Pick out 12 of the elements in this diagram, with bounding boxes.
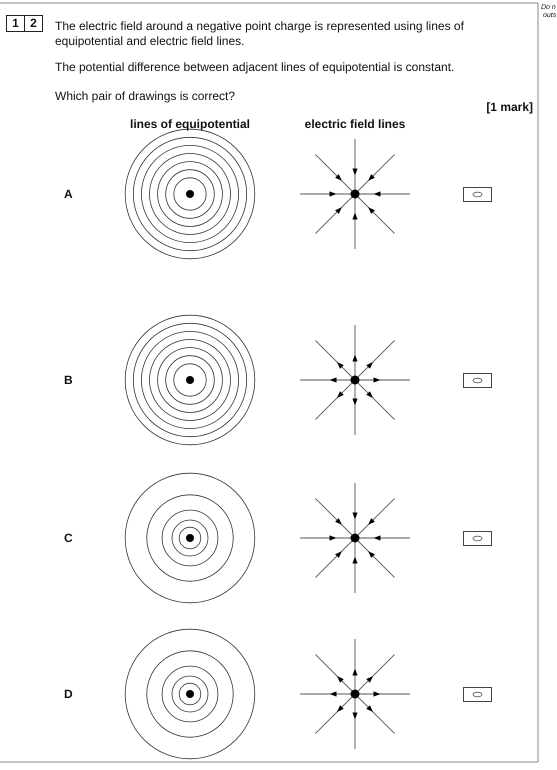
- question-text: The electric field around a negative point charge is represented using lines of equipotential and electric field lines.: [55, 19, 465, 49]
- column-heading: lines of equipotential: [128, 117, 251, 132]
- question-text: Which pair of drawings is correct?: [55, 89, 236, 104]
- option-letter: C: [64, 531, 74, 546]
- option-letter: B: [64, 373, 74, 388]
- question-number: 1: [6, 15, 25, 32]
- option-letter: D: [64, 687, 74, 702]
- column-heading: electric field lines: [304, 117, 406, 132]
- question-text: The potential difference between adjacent lines of equipotential is constant.: [55, 60, 456, 75]
- mark-allocation: [1 mark]: [485, 100, 533, 115]
- question-number: 2: [24, 15, 43, 32]
- option-letter: A: [64, 187, 74, 202]
